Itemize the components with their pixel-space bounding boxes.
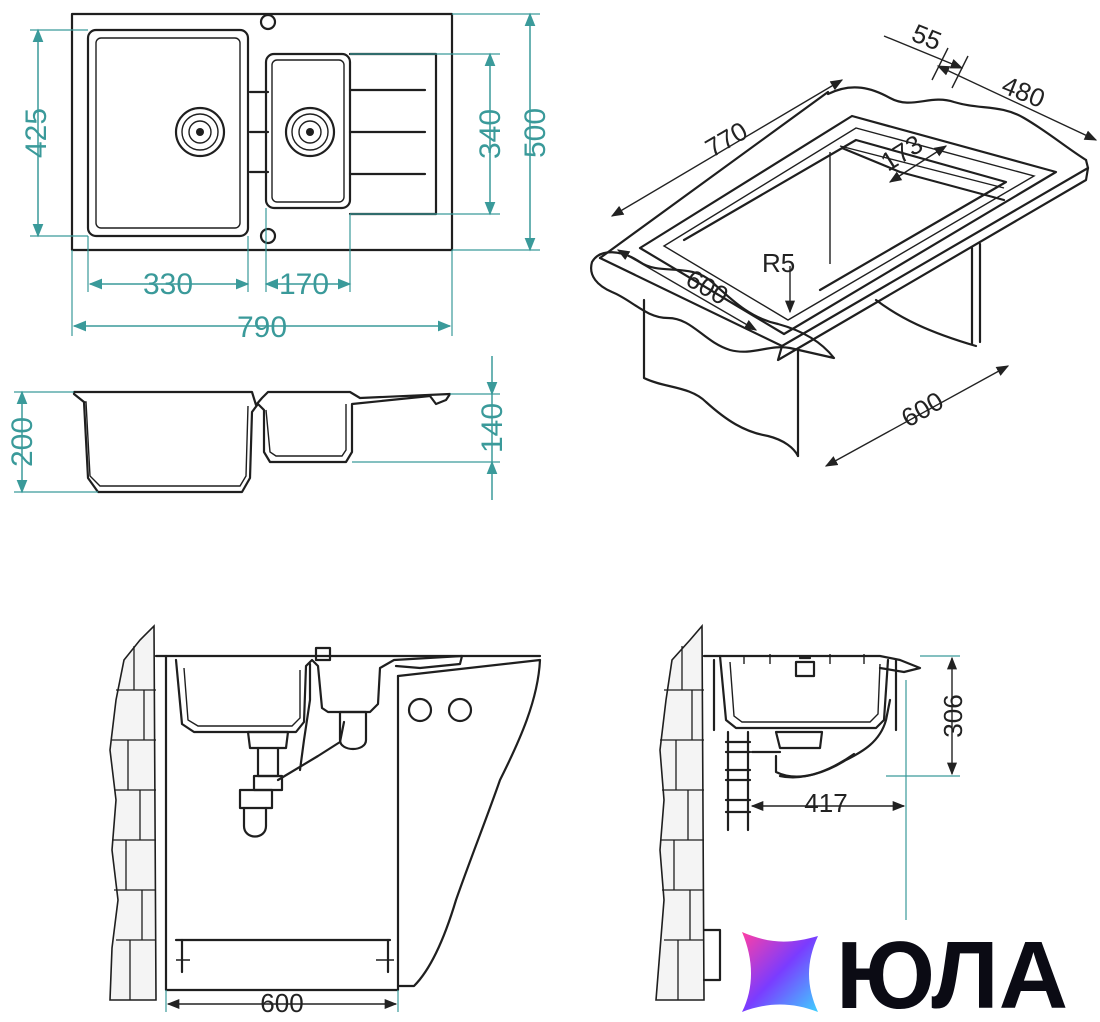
- dim-200: 200: [6, 417, 39, 467]
- logo-text: ЮЛА: [836, 922, 1068, 1022]
- logo-star-icon: [742, 932, 818, 1012]
- isometric-view: 55 480 770 173 R5 600 600: [590, 18, 1098, 467]
- dim-417: 417: [804, 788, 847, 818]
- siphon: [238, 710, 368, 838]
- front-install-view: 600: [109, 624, 542, 1018]
- side-install-view: 306 417: [655, 623, 968, 1001]
- dim-306: 306: [938, 694, 968, 737]
- top-view: 425 340 500 330 170 790: [20, 12, 552, 344]
- dim-790: 790: [237, 311, 287, 344]
- drain-strainer-small: [284, 106, 336, 158]
- drain-grooves: [248, 88, 427, 176]
- dim-600-front: 600: [260, 988, 303, 1018]
- dim-340: 340: [474, 109, 507, 159]
- dim-55: 55: [908, 18, 946, 57]
- dim-770: 770: [700, 116, 753, 164]
- siphon-side: [724, 698, 892, 832]
- dim-600-cabinet: 600: [896, 386, 949, 434]
- side-section-view: 200 140: [6, 356, 509, 500]
- dim-425: 425: [20, 108, 53, 158]
- yula-logo: ЮЛА: [742, 922, 1068, 1022]
- drain-strainer-big: [174, 106, 226, 158]
- dim-140: 140: [476, 403, 509, 453]
- brick-wall: [112, 646, 156, 1000]
- dim-r5: R5: [762, 248, 795, 278]
- dim-330: 330: [143, 268, 193, 301]
- dim-500: 500: [519, 108, 552, 158]
- dim-480: 480: [998, 70, 1049, 114]
- brick-wall-side: [660, 646, 704, 1000]
- dim-170: 170: [279, 268, 329, 301]
